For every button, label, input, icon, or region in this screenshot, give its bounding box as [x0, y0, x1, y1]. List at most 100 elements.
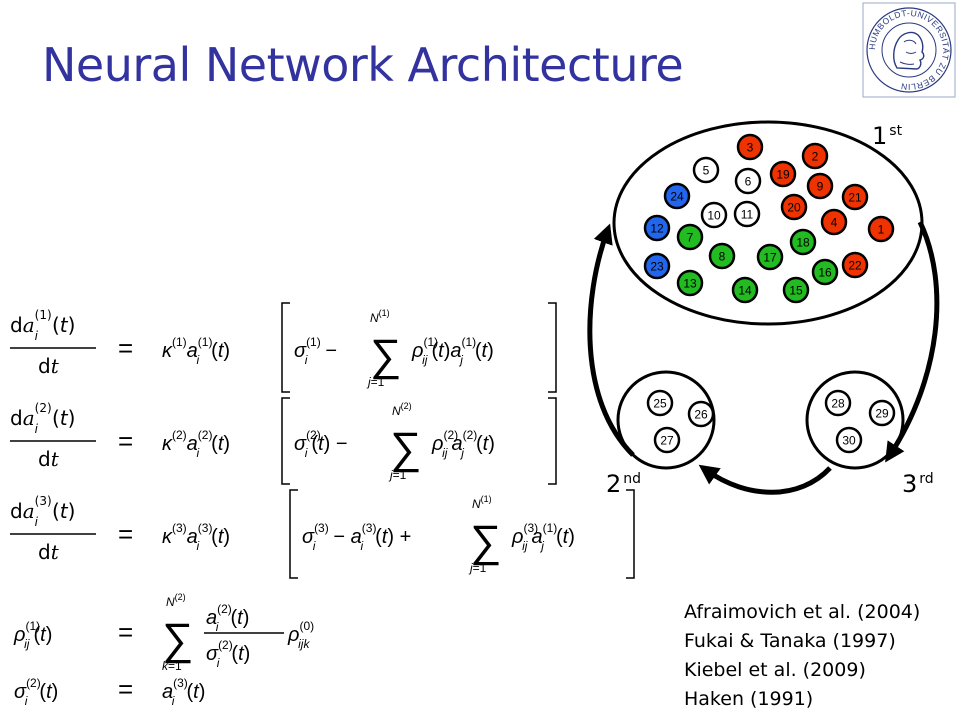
first-order-neuron-2	[801, 142, 829, 170]
third-order-neuron-29	[868, 399, 896, 427]
svg-text:=: =	[118, 333, 133, 363]
third-order-neuron-label: 29	[875, 407, 889, 421]
svg-text:κ(3)a(3)i(t): κ(3)a(3)i(t)	[162, 521, 230, 553]
first-order-neuron-14	[731, 276, 759, 304]
first-order-neuron-24	[663, 182, 691, 210]
first-order-neuron-label: 14	[738, 284, 752, 298]
svg-text:ρ(1)ij(t)a(1)j(t): ρ(1)ij(t)a(1)j(t)	[411, 335, 494, 367]
svg-text:dt: dt	[38, 540, 60, 564]
first-order-neuron-17	[756, 243, 784, 271]
first-order-neuron-3	[736, 133, 764, 161]
equation-first-order: da(1)i(t) dt = κ(1)a(1)i(t) σ(1)i− ∑ N(1…	[10, 302, 557, 393]
svg-text:dt: dt	[38, 354, 60, 378]
first-order-neuron-1	[867, 215, 895, 243]
equation-third-order: da(3)i(t) dt = κ(3)a(3)i(t) σ(3)i− a(3)i…	[10, 489, 635, 579]
first-order-neuron-label: 6	[745, 175, 752, 189]
svg-text:σ(2)i(t): σ(2)i(t)	[206, 638, 250, 670]
first-order-neuron-6	[734, 167, 762, 195]
second-order-neuron-26	[687, 400, 715, 428]
svg-text:da(2)i(t): da(2)i(t)	[10, 401, 75, 436]
third-order-neuron-30	[835, 426, 863, 454]
svg-text:k=1: k=1	[162, 659, 182, 673]
svg-text:a(3)i(t): a(3)i(t)	[162, 676, 205, 708]
svg-text:dt: dt	[38, 447, 60, 471]
first-order-neuron-5	[692, 156, 720, 184]
equation-sigma: σ(2)i(t) = a(3)i(t)	[14, 674, 205, 708]
first-order-neuron-label: 7	[687, 231, 694, 245]
svg-text:N(2): N(2)	[392, 401, 412, 418]
svg-text:N(2): N(2)	[166, 592, 186, 609]
svg-text:σ(2)i(t): σ(2)i(t)	[14, 676, 58, 708]
first-order-neuron-label: 2	[812, 150, 819, 164]
first-order-neuron-label: 8	[719, 250, 726, 264]
first-order-neuron-10	[700, 201, 728, 229]
svg-text:∑: ∑	[162, 615, 193, 664]
first-order-neuron-label: 19	[776, 168, 790, 182]
second-order-neuron-27	[653, 426, 681, 454]
svg-text:ρ(3)ija(1)j(t): ρ(3)ija(1)j(t)	[511, 521, 575, 553]
first-order-neuron-23	[643, 252, 671, 280]
svg-text:=: =	[118, 426, 133, 456]
svg-text:σ(3)i− a(3)i(t) +: σ(3)i− a(3)i(t) +	[302, 521, 411, 553]
svg-text:κ(2)a(2)i(t): κ(2)a(2)i(t)	[162, 428, 230, 460]
first-order-neuron-label: 3	[747, 141, 754, 155]
svg-text:κ(1)a(1)i(t): κ(1)a(1)i(t)	[162, 335, 230, 367]
equation-second-order: da(2)i(t) dt = κ(2)a(2)i(t) σ(2)i(t) − ∑…	[10, 397, 557, 485]
first-order-neuron-label: 4	[831, 216, 838, 230]
svg-text:=: =	[118, 674, 133, 704]
third-order-neuron-28	[824, 389, 852, 417]
reference-item: Afraimovich et al. (2004)	[684, 601, 921, 623]
svg-text:ρ(2)ija(2)j(t): ρ(2)ija(2)j(t)	[431, 428, 495, 460]
equation-rho: ρ(1)ij(t) = ∑ N(2) k=1 a(2)i(t) σ(2)i(t)…	[13, 592, 314, 673]
first-order-neuron-9	[806, 172, 834, 200]
first-order-neuron-21	[841, 183, 869, 211]
first-order-neuron-4	[820, 208, 848, 236]
third-order-neuron-label: 28	[831, 397, 845, 411]
svg-text:j=1: j=1	[388, 468, 407, 482]
first-order-neuron-19	[769, 160, 797, 188]
arrow-third-to-second	[698, 464, 832, 495]
svg-text:ρ(1)ij(t): ρ(1)ij(t)	[13, 619, 52, 651]
second-order-neuron-label: 25	[653, 397, 667, 411]
svg-text:a(2)i(t): a(2)i(t)	[206, 602, 249, 634]
svg-text:j=1: j=1	[468, 561, 487, 575]
first-order-neuron-label: 1	[878, 223, 885, 237]
first-order-neuron-13	[676, 269, 704, 297]
first-order-neuron-label: 17	[763, 251, 777, 265]
first-order-neuron-7	[676, 223, 704, 251]
first-order-neuron-label: 13	[683, 277, 697, 291]
svg-text:N(1): N(1)	[472, 494, 492, 511]
university-logo: HUMBOLDT-UNIVERSITÄT ZU BERLIN	[862, 2, 956, 98]
svg-text:da(3)i(t): da(3)i(t)	[10, 494, 75, 529]
reference-item: Fukai & Tanaka (1997)	[684, 630, 896, 652]
first-order-neuron-22	[841, 251, 869, 279]
first-order-neuron-label: 21	[848, 191, 862, 205]
second-order-neuron-25	[646, 389, 674, 417]
third-order-neuron-label: 30	[842, 434, 856, 448]
first-order-neuron-16	[811, 258, 839, 286]
references-list: Afraimovich et al. (2004) Fukai & Tanaka…	[684, 598, 920, 714]
first-order-neuron-label: 9	[817, 180, 824, 194]
slide-title: Neural Network Architecture	[42, 38, 684, 92]
first-order-neuron-12	[643, 214, 671, 242]
svg-text:∑: ∑	[390, 424, 421, 473]
svg-text:j=1: j=1	[366, 375, 385, 389]
second-order-group	[616, 370, 716, 470]
first-order-neuron-label: 24	[670, 190, 684, 204]
first-order-neuron-label: 23	[650, 260, 664, 274]
second-order-neuron-label: 27	[660, 434, 674, 448]
svg-text:∑: ∑	[370, 331, 401, 380]
first-order-neuron-label: 18	[796, 236, 810, 250]
first-order-neuron-8	[708, 242, 736, 270]
svg-text:ρ(0)ijk: ρ(0)ijk	[287, 619, 314, 651]
first-order-neuron-18	[789, 228, 817, 256]
first-order-neuron-label: 5	[703, 164, 710, 178]
first-order-neuron-label: 12	[650, 222, 664, 236]
svg-text:=: =	[118, 617, 133, 647]
first-order-neuron-label: 10	[707, 209, 721, 223]
first-order-neuron-20	[780, 193, 808, 221]
arrow-second-to-first	[587, 223, 635, 457]
